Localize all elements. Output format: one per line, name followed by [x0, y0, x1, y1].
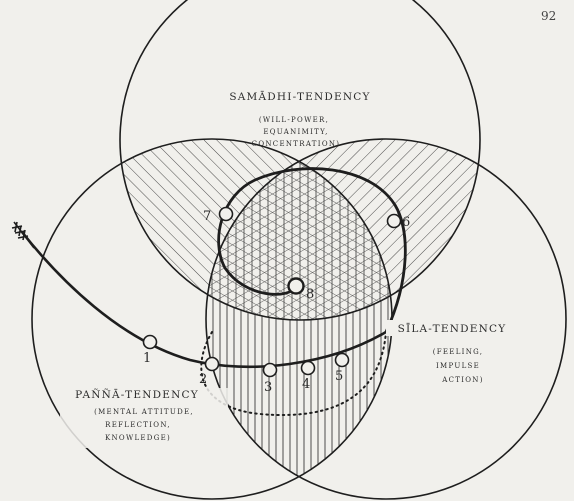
sila-line-1: (FEELING, — [433, 348, 484, 356]
page-number: 92 — [541, 9, 556, 23]
samadhi-line-3: CONCENTRATION) — [252, 140, 341, 148]
panna-label: PAÑÑĀ-TENDENCY (MENTAL ATTITUDE, REFLECT… — [60, 387, 228, 448]
point-4-label: 4 — [302, 377, 310, 392]
point-4-marker — [302, 362, 315, 375]
point-2-marker — [206, 358, 219, 371]
samadhi-title: SAMĀDHI-TENDENCY — [229, 90, 370, 103]
samadhi-label: SAMĀDHI-TENDENCY (WILL-POWER, EQUANIMITY… — [229, 90, 370, 148]
point-5-marker — [336, 354, 349, 367]
point-6-label: 6 — [402, 215, 410, 230]
point-3-marker — [264, 364, 277, 377]
samadhi-line-1: (WILL-POWER, — [259, 116, 329, 124]
sila-line-3: ACTION) — [441, 376, 484, 384]
panna-title: PAÑÑĀ-TENDENCY — [75, 387, 199, 401]
point-6-marker — [388, 215, 401, 228]
panna-line-3: KNOWLEDGE) — [105, 434, 171, 442]
sila-title: SĪLA-TENDENCY — [398, 322, 507, 335]
point-2-label: 2 — [199, 372, 207, 387]
arrow-tail-icon — [12, 222, 34, 248]
point-8-marker — [289, 279, 304, 294]
point-8-label: 8 — [306, 287, 314, 302]
point-7-marker — [220, 208, 233, 221]
point-5-label: 5 — [335, 369, 343, 384]
sila-label: SĪLA-TENDENCY (FEELING, IMPULSE ACTION) — [386, 320, 516, 384]
point-7-label: 7 — [203, 209, 211, 224]
point-1-label: 1 — [143, 351, 151, 366]
point-3-label: 3 — [264, 380, 272, 395]
samadhi-line-2: EQUANIMITY, — [263, 128, 328, 136]
panna-line-2: REFLECTION, — [105, 421, 171, 429]
point-1-marker — [144, 336, 157, 349]
panna-line-1: (MENTAL ATTITUDE, — [94, 408, 194, 416]
sila-line-2: IMPULSE — [436, 362, 480, 370]
